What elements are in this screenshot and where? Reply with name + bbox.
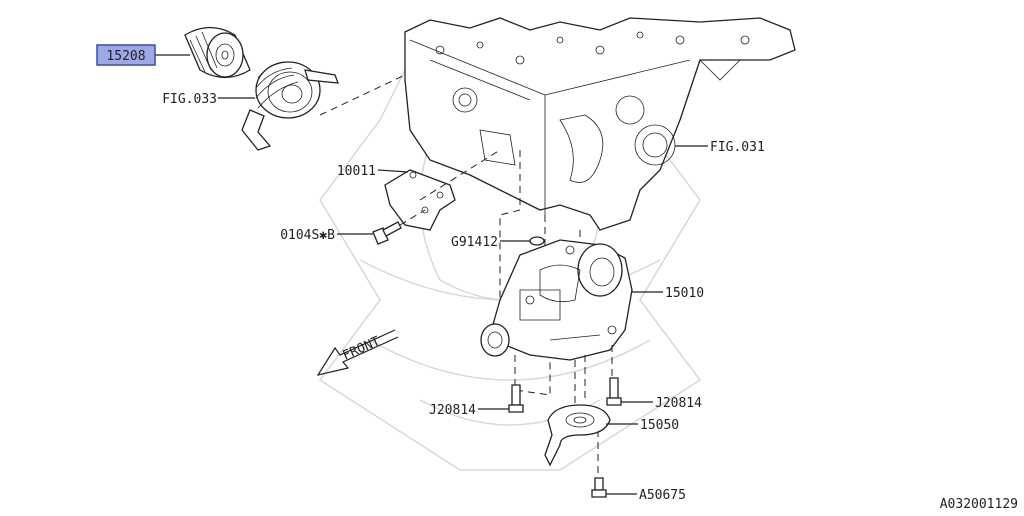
callout-15208[interactable]: 15208 xyxy=(96,44,156,66)
callout-15010[interactable]: 15010 xyxy=(665,286,704,301)
engine-block xyxy=(404,17,796,231)
bolt-j20814-left xyxy=(508,384,524,413)
callout-fig031[interactable]: FIG.031 xyxy=(710,140,765,155)
callout-0104sb[interactable]: 0104S✱B xyxy=(280,228,335,243)
drawing-id: A032001129 xyxy=(940,497,1018,512)
callout-j20814-right[interactable]: J20814 xyxy=(655,396,702,411)
o-ring xyxy=(529,236,545,246)
callout-a50675[interactable]: A50675 xyxy=(639,488,686,503)
bolt-j20814-right xyxy=(606,377,622,406)
bolt-a50675 xyxy=(591,477,607,498)
front-arrow: FRONT xyxy=(316,329,399,376)
callout-fig033[interactable]: FIG.033 xyxy=(162,92,217,107)
oil-cooler xyxy=(241,61,339,151)
oil-strainer xyxy=(544,404,611,467)
oil-filter xyxy=(184,26,251,79)
callout-15208-label: 15208 xyxy=(106,49,145,64)
callout-15208-highlight[interactable] xyxy=(96,44,156,66)
callout-15050[interactable]: 15050 xyxy=(640,418,679,433)
callout-10011[interactable]: 10011 xyxy=(337,164,376,179)
callout-g91412[interactable]: G91412 xyxy=(451,235,498,250)
bolt-0104sb xyxy=(372,209,426,245)
front-label: FRONT xyxy=(341,334,383,364)
callout-j20814-left[interactable]: J20814 xyxy=(429,403,476,418)
oil-pump xyxy=(480,239,633,361)
bracket xyxy=(384,149,501,231)
